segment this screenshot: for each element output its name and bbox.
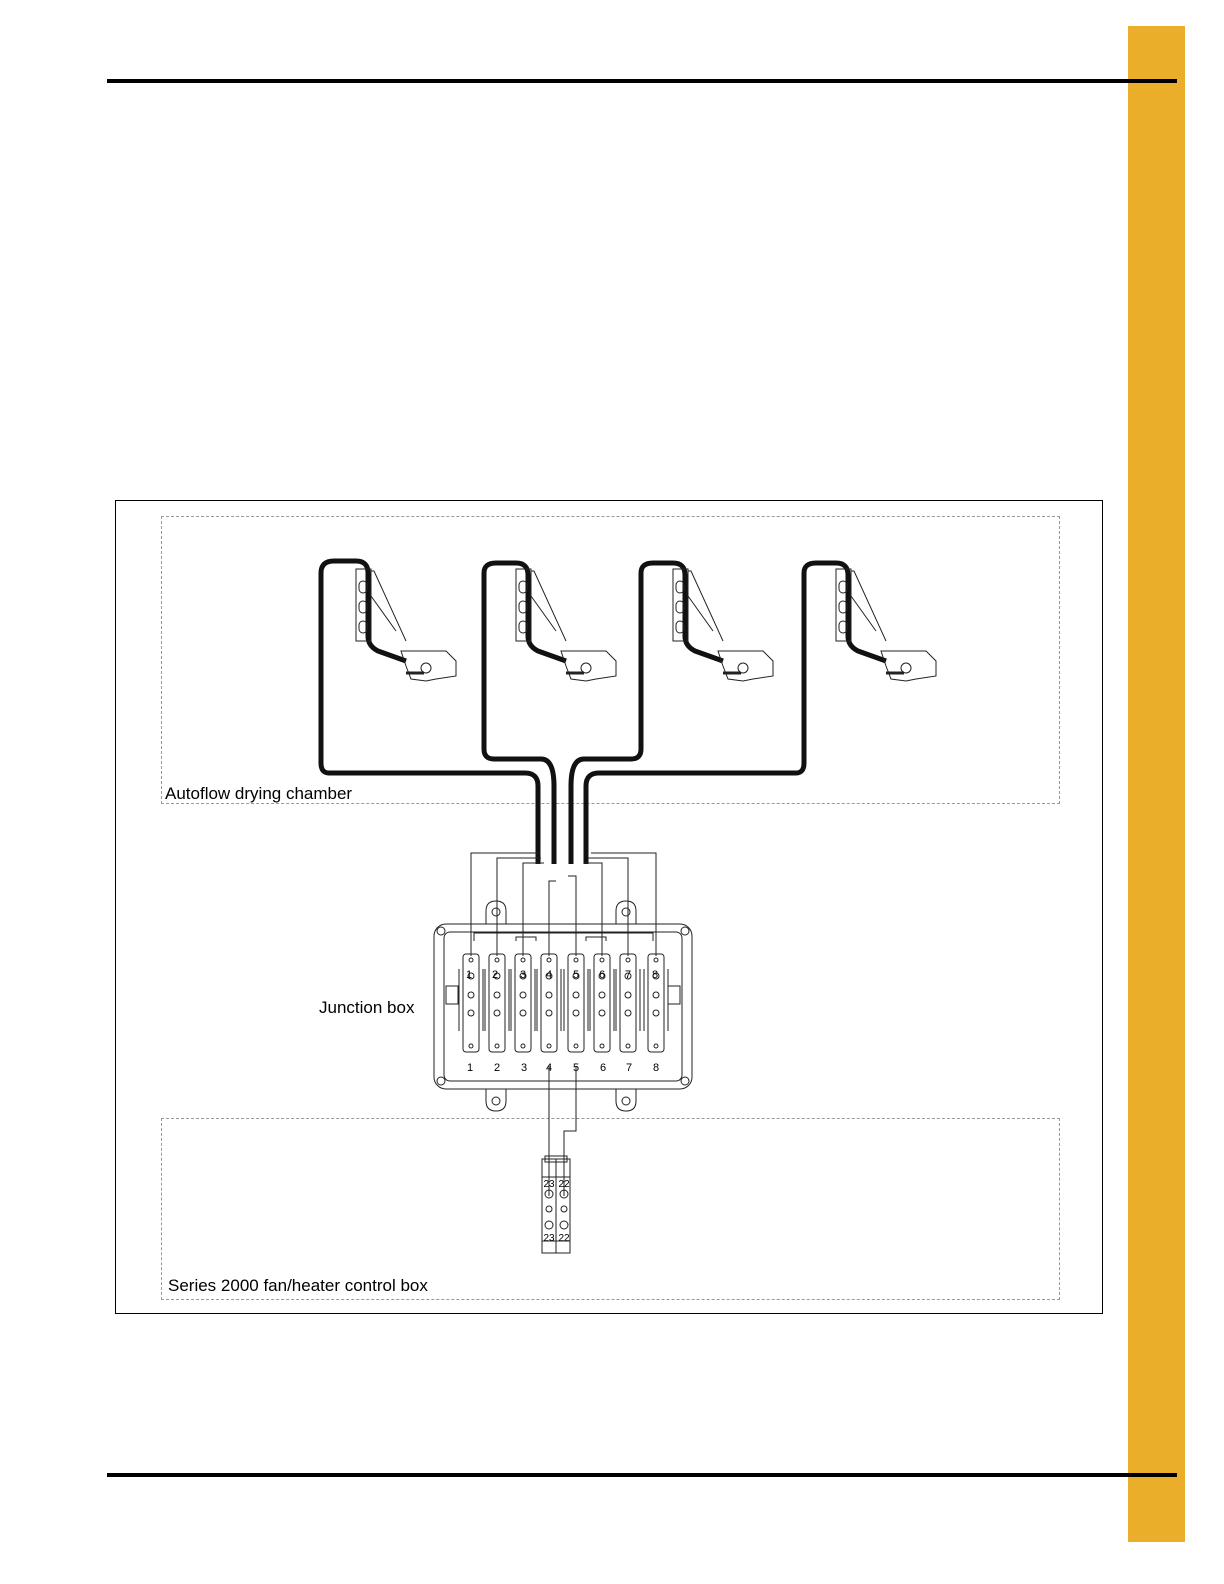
terminal-top-label: 4 [546, 969, 552, 981]
terminal-blocks [459, 954, 668, 1052]
terminal-bottom-label: 4 [546, 1062, 552, 1074]
sensor-bracket-3 [673, 569, 773, 681]
sensor-cable-3 [571, 563, 723, 864]
control-terminal-label: 22 [558, 1233, 570, 1244]
footer-rule [107, 1473, 1177, 1477]
terminal-top-label: 3 [520, 969, 526, 981]
sensor-bracket-1 [356, 569, 456, 681]
wiring-diagram: 1 2 3 4 5 6 7 8 1 2 3 4 5 6 7 8 [115, 500, 1103, 1314]
terminal-top-label: 5 [573, 969, 579, 981]
terminal-top-label: 6 [599, 969, 605, 981]
control-terminal-label: 22 [558, 1179, 570, 1190]
sensor-bracket-2 [516, 569, 616, 681]
terminal-top-label: 7 [625, 969, 631, 981]
terminal-bottom-label: 1 [467, 1062, 473, 1074]
side-tab [1128, 26, 1185, 1542]
drying-chamber-label: Autoflow drying chamber [165, 784, 352, 804]
terminal-top-label: 1 [466, 969, 472, 981]
terminal-bottom-label: 8 [653, 1062, 659, 1074]
control-box-label: Series 2000 fan/heater control box [168, 1276, 428, 1296]
diagram-drawing: 1 2 3 4 5 6 7 8 1 2 3 4 5 6 7 8 [116, 501, 1104, 1315]
junction-box-label: Junction box [319, 998, 414, 1018]
terminal-bottom-label: 3 [521, 1062, 527, 1074]
terminal-bottom-label: 5 [573, 1062, 579, 1074]
terminal-bottom-label: 7 [626, 1062, 632, 1074]
sensor-cable-4 [586, 563, 886, 864]
control-terminal-label: 23 [543, 1179, 555, 1190]
sensor-cable-2 [484, 563, 566, 864]
sensor-bracket-4 [836, 569, 936, 681]
control-terminal-label: 23 [543, 1233, 555, 1244]
terminal-bottom-label: 6 [600, 1062, 606, 1074]
terminal-top-label: 2 [492, 969, 498, 981]
terminal-top-label: 8 [652, 969, 658, 981]
junction-box [434, 901, 692, 1111]
header-rule [107, 79, 1177, 83]
terminal-bottom-label: 2 [494, 1062, 500, 1074]
sensor-cable-1 [321, 561, 538, 864]
